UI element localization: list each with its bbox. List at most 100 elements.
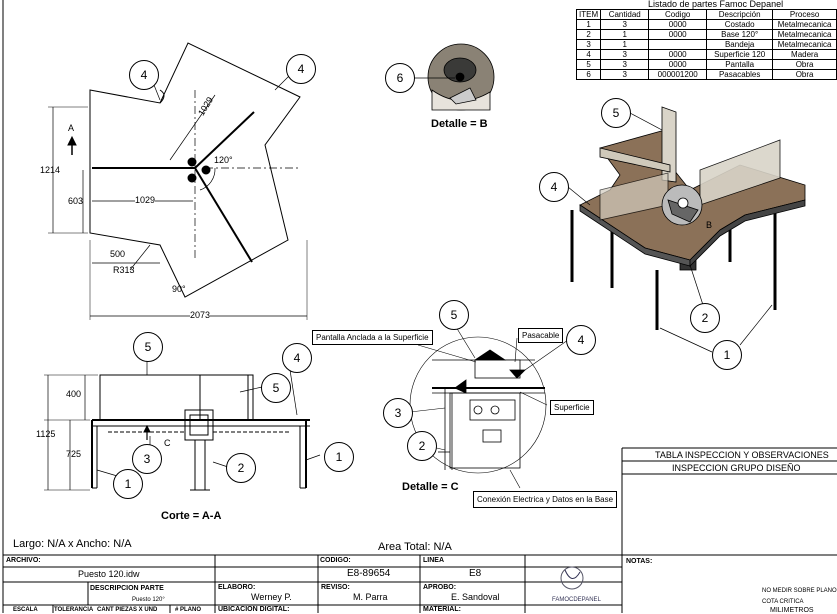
- cell: 0000: [648, 59, 708, 70]
- balloon-4-iso: 4: [539, 172, 569, 202]
- cell: Madera: [772, 49, 837, 60]
- dim-400: 400: [66, 389, 82, 399]
- detail-b-art: [412, 43, 495, 111]
- aprobo-value: E. Sandoval: [451, 592, 500, 602]
- detail-b-title: Detalle = B: [431, 118, 488, 130]
- section-mark-a: A: [68, 123, 75, 133]
- balloon-4-top-left: 4: [129, 60, 159, 90]
- header-codigo: Codigo: [648, 9, 708, 20]
- cell: 3: [600, 49, 650, 60]
- largo-ancho: Largo: N/A x Ancho: N/A: [13, 538, 132, 550]
- reviso-value: M. Parra: [353, 592, 388, 602]
- cell: 3: [600, 69, 650, 80]
- cell: Base 120°: [706, 29, 774, 40]
- linea-label: LINEA: [423, 557, 444, 564]
- balloon-6-detail-b: 6: [385, 63, 415, 93]
- archivo-value: Puesto 120.idw: [78, 569, 140, 579]
- iso-view-art: [567, 106, 806, 353]
- top-view: [48, 42, 308, 320]
- desc-value: Puesto 120°: [132, 597, 165, 603]
- balloon-2-section: 2: [226, 453, 256, 483]
- tolerancia-label: TOLERANCIA: [54, 607, 94, 613]
- title-block-lines: [3, 447, 837, 613]
- elaboro-label: ELABORO:: [218, 584, 256, 591]
- cell: 0000: [648, 49, 708, 60]
- escala-label: ESCALA: [13, 607, 38, 613]
- balloon-4-section: 4: [282, 343, 312, 373]
- linea-value: E8: [469, 568, 482, 579]
- cell: [648, 39, 708, 50]
- dim-1214: 1214: [40, 165, 61, 175]
- dim-725: 725: [66, 449, 82, 459]
- radius-313: R313: [113, 265, 135, 275]
- cell: 3: [600, 19, 650, 30]
- cell: 6: [575, 69, 602, 80]
- balloon-3-detail-c: 3: [383, 398, 413, 428]
- callout-conexion: Conexión Electrica y Datos en la Base: [473, 491, 618, 508]
- dim-1029: 1029: [135, 195, 156, 205]
- cell: Bandeja: [706, 39, 774, 50]
- archivo-label: ARCHIVO:: [6, 557, 41, 564]
- parts-list-table: ITEM Cantidad Codigo Descripción Proceso…: [575, 9, 837, 80]
- cell: 0000: [648, 19, 708, 30]
- cell: Metalmecanica: [772, 29, 837, 40]
- detail-c-title: Detalle = C: [402, 481, 459, 493]
- header-proceso: Proceso: [772, 9, 837, 20]
- balloon-4-top-right: 4: [286, 54, 316, 84]
- angle-90: 90°: [172, 284, 186, 294]
- balloon-3-section: 3: [132, 444, 162, 474]
- balloon-1-section-left: 1: [113, 469, 143, 499]
- cell: 5: [575, 59, 602, 70]
- inspection-subtitle: INSPECCION GRUPO DISEÑO: [672, 463, 801, 473]
- cell: 000001200: [648, 69, 708, 80]
- nota-unidades: MILIMETROS: [770, 607, 814, 614]
- cell: Superficie 120: [706, 49, 774, 60]
- callout-superficie: Superficie: [550, 400, 594, 415]
- notas-label: NOTAS:: [626, 558, 653, 565]
- cant-label: CANT PIEZAS X UND: [97, 607, 158, 613]
- desc-label: DESCRIPCION PARTE: [90, 585, 164, 592]
- area-total: Area Total: N/A: [378, 541, 452, 553]
- cell: 1: [575, 19, 602, 30]
- cell: Obra: [772, 69, 837, 80]
- balloon-5-section: 5: [133, 332, 163, 362]
- balloon-4-detail-c: 4: [566, 325, 596, 355]
- balloon-5-detail-c: 5: [439, 300, 469, 330]
- balloon-1-iso: 1: [712, 340, 742, 370]
- section-label-c: C: [164, 438, 171, 448]
- header-item: ITEM: [575, 9, 602, 20]
- parts-list-header-row: ITEM Cantidad Codigo Descripción Proceso: [575, 9, 837, 20]
- balloon-5-iso: 5: [601, 98, 631, 128]
- section-view-art: [44, 358, 321, 491]
- dim-1125: 1125: [36, 429, 56, 439]
- cell: Pantalla: [706, 59, 774, 70]
- cell: 3: [600, 59, 650, 70]
- section-title: Corte = A-A: [161, 510, 222, 522]
- inspection-title: TABLA INSPECCION Y OBSERVACIONES: [655, 450, 829, 460]
- header-descripcion: Descripción: [706, 9, 774, 20]
- iso-label-b: B: [706, 220, 713, 230]
- dim-603: 603: [68, 196, 84, 206]
- cell: Pasacables: [706, 69, 774, 80]
- logo-text: FAMOCDEPANEL: [552, 597, 601, 603]
- codigo-label: CODIGO:: [320, 557, 351, 564]
- nota-no-medir: NO MEDIR SOBRE PLANO: [762, 588, 837, 594]
- nota-cota-critica: COTA CRITICA: [762, 599, 804, 605]
- callout-pasacable: Pasacable: [518, 328, 564, 343]
- aprobo-label: APROBO:: [423, 584, 457, 591]
- cell: Metalmecanica: [772, 19, 837, 30]
- angle-120: 120°: [214, 155, 233, 165]
- balloon-1-section-right: 1: [324, 442, 354, 472]
- balloon-2-detail-c: 2: [407, 431, 437, 461]
- cell: Costado: [706, 19, 774, 30]
- detail-c-art: [409, 321, 569, 489]
- balloon-5-section-b: 5: [261, 373, 291, 403]
